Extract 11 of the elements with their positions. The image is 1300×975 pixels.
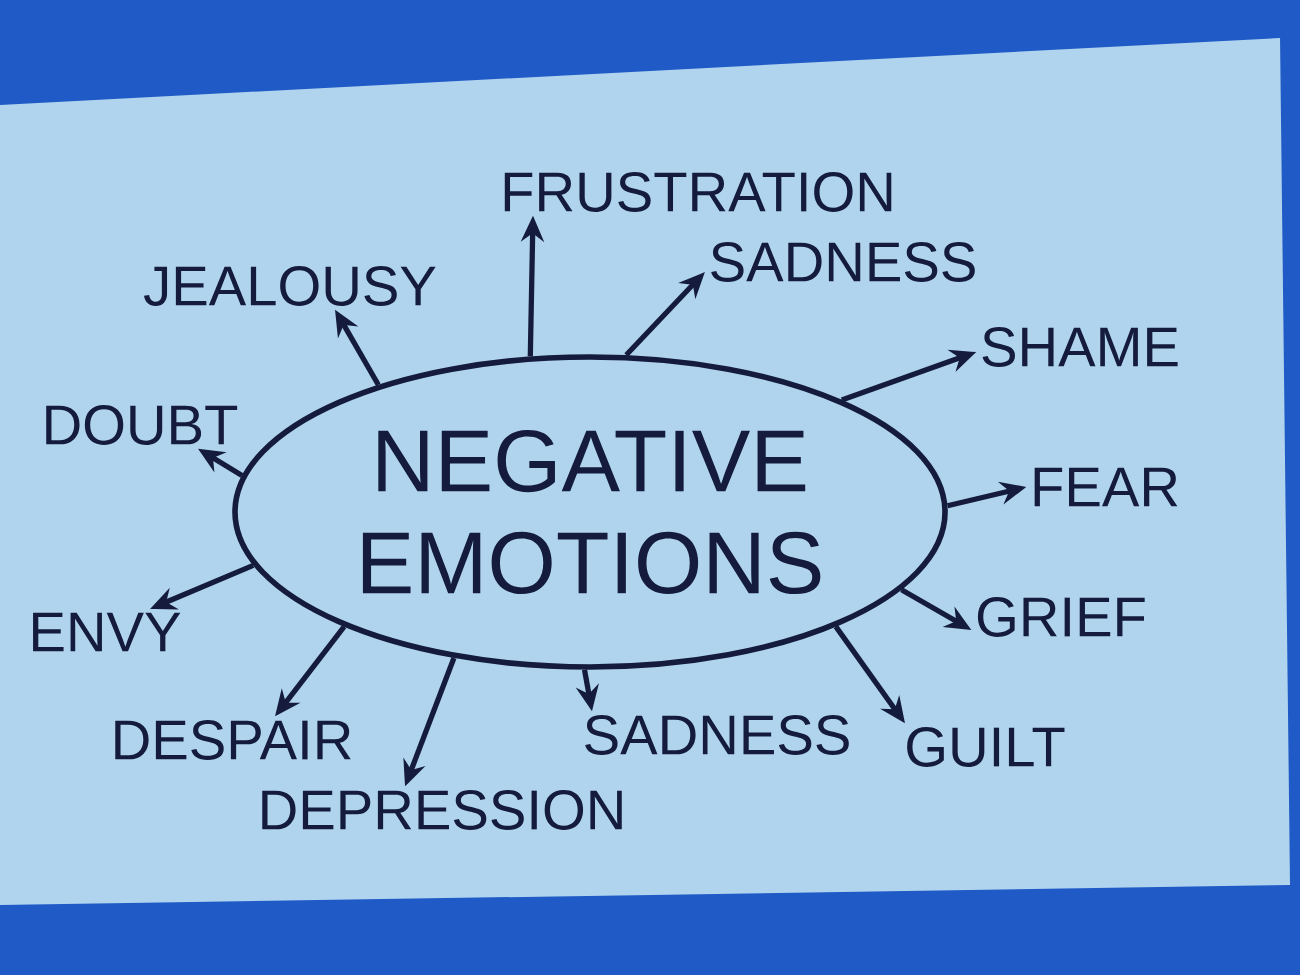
emotion-label: FEAR	[1034, 467, 1178, 507]
emotion-label: SADNESS	[711, 242, 975, 282]
emotion-label: DEPRESSION	[262, 790, 622, 830]
emotion-label: GRIEF	[977, 597, 1145, 637]
emotion-label: GUILT	[907, 727, 1065, 767]
emotion-label: FRUSTRATION	[504, 172, 892, 212]
emotion-label: SADNESS	[585, 715, 849, 755]
emotion-label: SHAME	[982, 327, 1178, 367]
emotion-label: DESPAIR	[115, 720, 351, 760]
emotion-label: JEALOUSY	[144, 266, 436, 306]
emotion-label: ENVY	[33, 612, 181, 652]
